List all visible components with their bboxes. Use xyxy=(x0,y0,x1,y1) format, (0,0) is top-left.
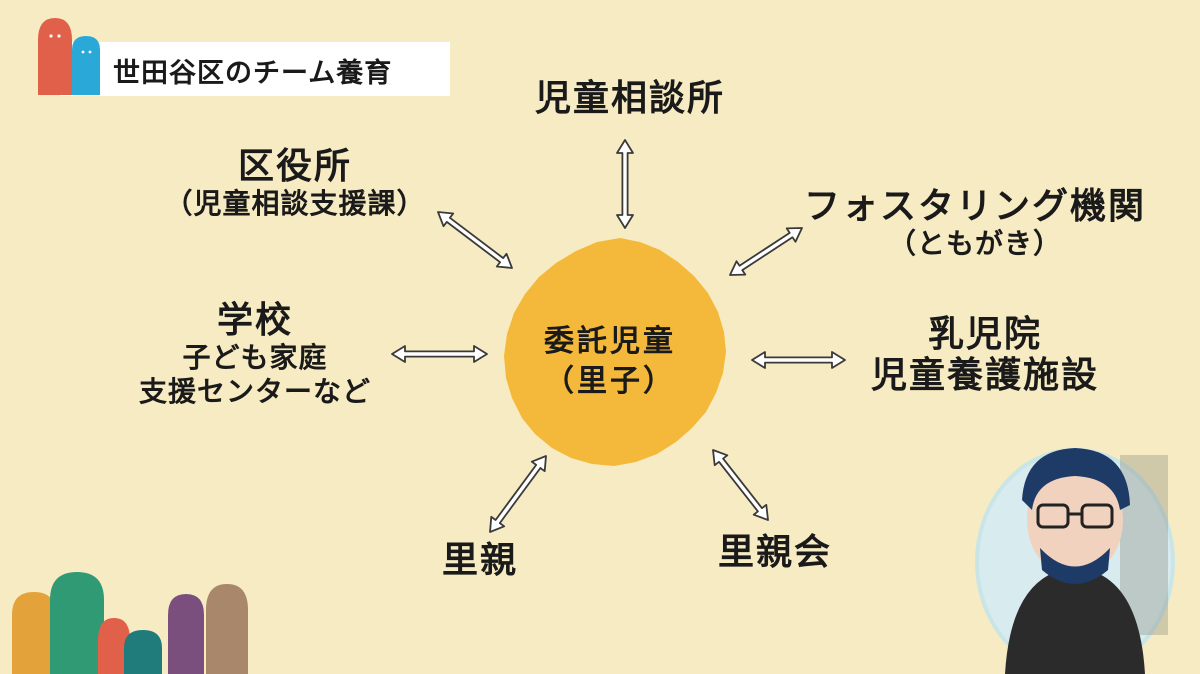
arrow-nyujiin xyxy=(751,351,846,369)
node-jido-sodanjo: 児童相談所 xyxy=(520,78,740,119)
arrow-jido-sodanjo xyxy=(616,139,634,229)
arrow-gakko xyxy=(391,345,488,363)
node-label: 里親会 xyxy=(717,532,832,573)
node-label: フォスタリング機関 xyxy=(803,186,1146,227)
node-label: 里親 xyxy=(441,540,518,581)
node-sublabel: 支援センターなど xyxy=(138,374,371,408)
center-node: 委託児童 （里子） xyxy=(520,322,700,402)
center-label: 委託児童 xyxy=(544,324,676,359)
node-label: 児童相談所 xyxy=(534,78,725,119)
node-sublabel: （ともがき） xyxy=(887,227,1062,261)
node-kuyakusho: 区役所 （児童相談支援課） xyxy=(150,146,440,221)
node-sublabel: 子ども家庭 xyxy=(182,341,328,375)
arrow-kuyakusho xyxy=(437,211,513,269)
bottom-mascots-icon xyxy=(12,572,248,674)
node-label: 区役所 xyxy=(237,146,352,187)
node-fostering: フォスタリング機関 （ともがき） xyxy=(800,186,1150,261)
node-sublabel: （児童相談支援課） xyxy=(164,187,426,221)
node-label: 児童養護施設 xyxy=(870,355,1099,397)
arrow-satooyakai xyxy=(712,449,769,521)
arrow-fostering xyxy=(729,227,803,276)
connector-arrows xyxy=(391,139,846,533)
node-satooya: 里親 xyxy=(420,540,540,581)
presenter-avatar xyxy=(975,448,1175,674)
node-nyujiin: 乳児院 児童養護施設 xyxy=(850,314,1120,397)
center-blob xyxy=(504,238,726,466)
node-label: 学校 xyxy=(216,300,293,341)
arrow-satooya xyxy=(489,455,547,533)
logo-mascots-icon xyxy=(38,18,100,95)
center-sublabel: （里子） xyxy=(544,364,676,399)
page-title: 世田谷区のチーム養育 xyxy=(113,58,393,89)
node-label: 乳児院 xyxy=(927,314,1042,355)
header-banner xyxy=(60,42,450,96)
node-satooyakai: 里親会 xyxy=(700,532,850,573)
node-gakko: 学校 子ども家庭 支援センターなど xyxy=(120,300,390,409)
